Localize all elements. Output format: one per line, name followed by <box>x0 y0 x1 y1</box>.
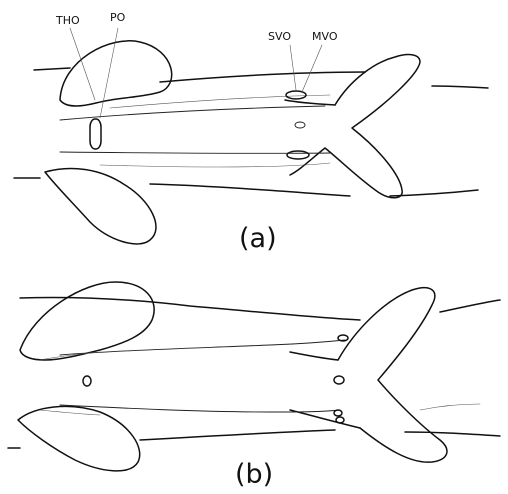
panel-b-upper-pectoral-fin <box>20 282 154 360</box>
panel-b-caption: (b) <box>235 459 273 490</box>
panel-b-lower-tail-photophore-2 <box>336 417 344 423</box>
panel-a-label-mvo: MVO <box>312 30 338 43</box>
panel-a-label-tho: THO <box>55 14 80 27</box>
panel-b-lower-pectoral-fin <box>18 406 140 470</box>
panel-a-svo-photophore <box>286 91 306 99</box>
panel-a-lower-pelvic-fin <box>45 168 156 243</box>
panel-a-label-po: PO <box>110 11 126 24</box>
panel-b-head-photophore <box>83 376 91 386</box>
panel-b-fin-base-lines <box>40 352 480 415</box>
panel-b-caudal-fin <box>338 288 447 462</box>
panel-a-svo-leader <box>290 45 296 90</box>
panel-b-body-ventral-outline <box>8 430 500 448</box>
panel-b-caudal-peduncle <box>290 352 360 428</box>
panel-b-middle-photophore <box>334 376 344 384</box>
panel-a-mvo-photophore <box>295 122 305 128</box>
panel-b-lateral-line-upper <box>60 340 345 355</box>
panel-a-caudal-fin <box>290 55 420 198</box>
panel-a: THO PO SVO MVO (a) <box>14 11 488 254</box>
panel-a-ventral-photophore <box>287 151 309 159</box>
panel-a-body-ventral-outline <box>14 178 478 196</box>
panel-b-lateral-line-lower <box>60 405 340 412</box>
panel-b-body-dorsal-outline <box>20 297 500 320</box>
panel-b-lower-tail-photophore-1 <box>334 410 342 416</box>
panel-a-mvo-leader <box>302 45 322 92</box>
panel-a-upper-pectoral-fin <box>60 41 172 106</box>
panel-a-tho-leader <box>70 28 95 100</box>
panel-a-caudal-peduncle <box>285 100 335 105</box>
panel-a-caption: (a) <box>239 223 277 254</box>
panel-a-label-svo: SVO <box>268 30 291 43</box>
panel-a-po-leader <box>100 28 118 118</box>
panel-a-body-dorsal-outline <box>34 68 488 88</box>
panel-a-lateral-line-faint <box>100 95 330 167</box>
panel-b: (b) <box>8 282 500 490</box>
panel-a-po-photophore <box>90 119 101 149</box>
